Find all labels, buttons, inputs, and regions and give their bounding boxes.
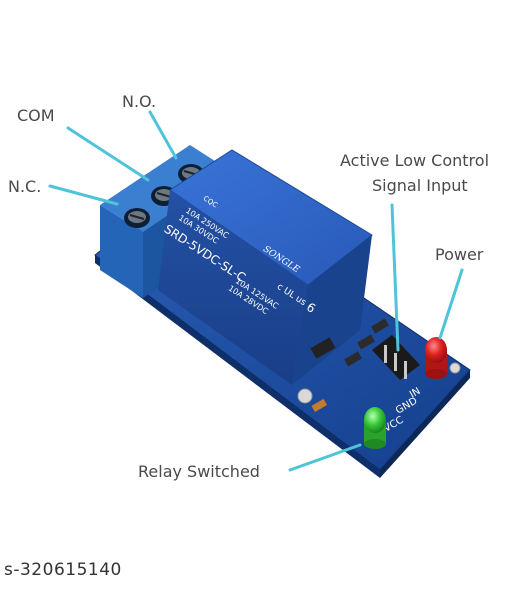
terminal-screw-nc: [124, 208, 150, 228]
label-relay-switched: Relay Switched: [138, 462, 260, 481]
callout-line-com: [66, 126, 150, 182]
header-pins: [372, 335, 420, 380]
label-active-low-line1: Active Low Control: [340, 151, 490, 170]
callout-line-active-low: [390, 203, 400, 352]
callout-line-power: [438, 268, 464, 340]
label-power: Power: [435, 245, 484, 264]
callout-line-relay-switched: [288, 443, 362, 472]
callout-line-nc: [48, 184, 119, 206]
label-nc: N.C.: [8, 177, 42, 196]
relay-led-green: [364, 407, 386, 449]
pin-label-in: IN: [408, 386, 423, 401]
label-active-low-line2: Signal Input: [372, 176, 468, 195]
label-com: COM: [17, 106, 55, 125]
callout-line-no: [148, 110, 178, 160]
callout-lines: [48, 110, 464, 472]
watermark-id: s-320615140: [4, 560, 122, 580]
label-no: N.O.: [122, 92, 157, 111]
smd-components: [310, 318, 389, 412]
power-led-red: [425, 337, 447, 379]
